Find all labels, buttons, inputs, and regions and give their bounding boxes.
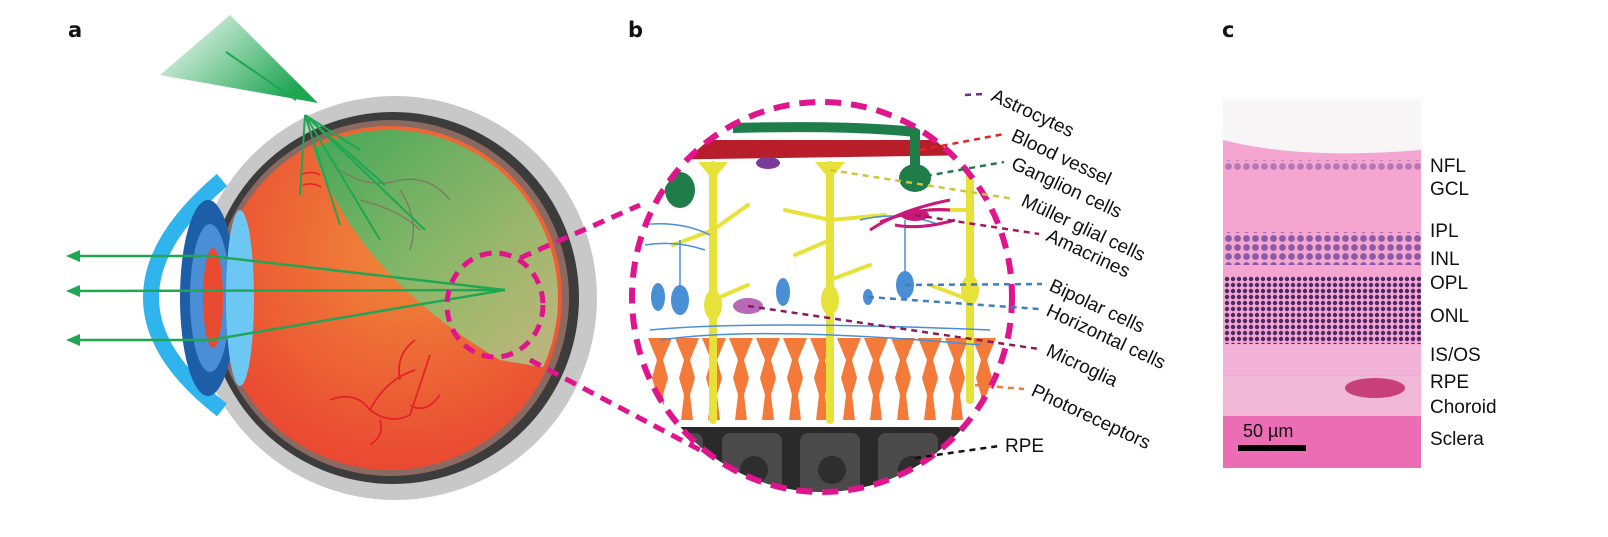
arrowhead-icon — [66, 285, 80, 297]
panel-letter-b: b — [628, 18, 644, 42]
photoreceptor-cell — [783, 338, 807, 420]
cell-type-label: RPE — [1005, 436, 1044, 457]
photoreceptor-cell — [891, 338, 915, 420]
leader-line — [964, 92, 985, 97]
photoreceptor-cell — [837, 338, 861, 420]
photoreceptor-cell — [729, 338, 753, 420]
arrowhead-icon — [66, 334, 80, 346]
ganglion-axon — [732, 122, 920, 168]
photoreceptor-cell — [945, 338, 969, 420]
leader-line — [904, 282, 1043, 287]
panel-letter-a: a — [68, 18, 83, 42]
photoreceptor-cell — [756, 338, 780, 420]
magnified-region-circle — [629, 99, 1015, 495]
leader-line — [914, 444, 1000, 460]
panel-letter-c: c — [1222, 18, 1235, 42]
leader-line — [974, 383, 1025, 391]
lens — [226, 210, 254, 386]
photoreceptor-cell — [918, 338, 942, 420]
retina-layer-label: OPL — [1430, 273, 1469, 294]
photoreceptor-cell — [810, 338, 834, 420]
zoom-connector-top — [518, 202, 642, 261]
photoreceptors — [648, 338, 996, 420]
retina-layer-label: INL — [1430, 249, 1460, 270]
retina-layer-label: ONL — [1430, 306, 1470, 327]
pupil — [203, 248, 223, 348]
retina-layer-label: IPL — [1430, 221, 1459, 242]
scale-bar-label: 50 µm — [1243, 421, 1294, 441]
retina-layer-label: GCL — [1430, 179, 1470, 200]
leader-line — [914, 160, 1005, 180]
retinal-blood-vessels — [329, 339, 441, 446]
leader-line — [914, 213, 1040, 236]
cornea — [143, 173, 228, 417]
photoreceptor-cell — [648, 338, 672, 420]
leader-line — [919, 132, 1005, 152]
retina-layer-label: RPE — [1430, 372, 1470, 393]
incoming-light-arrow — [225, 51, 297, 101]
retina-layer-label: NFL — [1430, 156, 1466, 177]
onl-nuclei — [1223, 276, 1421, 344]
astrocyte — [756, 157, 780, 169]
photoreceptor-cell — [972, 338, 996, 420]
retina-layer-label: IS/OS — [1430, 345, 1481, 366]
gcl-nuclei — [1223, 160, 1421, 172]
photoreceptor-cell — [675, 338, 699, 420]
leader-line — [829, 168, 1015, 201]
arrowhead-icon — [66, 250, 80, 262]
photoreceptor-cell — [864, 338, 888, 420]
scale-bar — [1238, 445, 1306, 451]
inl-nuclei — [1223, 232, 1421, 265]
retina-layer-label: Choroid — [1430, 397, 1497, 418]
blood-vessel — [640, 140, 985, 160]
label-leader-lines — [747, 92, 1043, 460]
reflected-light-rays — [71, 254, 506, 342]
retina-layer-label: Sclera — [1430, 429, 1484, 450]
leader-line — [747, 304, 1040, 351]
incoming-light-beam — [160, 15, 318, 103]
zoom-region-circle — [444, 250, 546, 360]
zoom-connector-bottom — [528, 357, 702, 453]
scattered-light-rays — [299, 114, 426, 241]
